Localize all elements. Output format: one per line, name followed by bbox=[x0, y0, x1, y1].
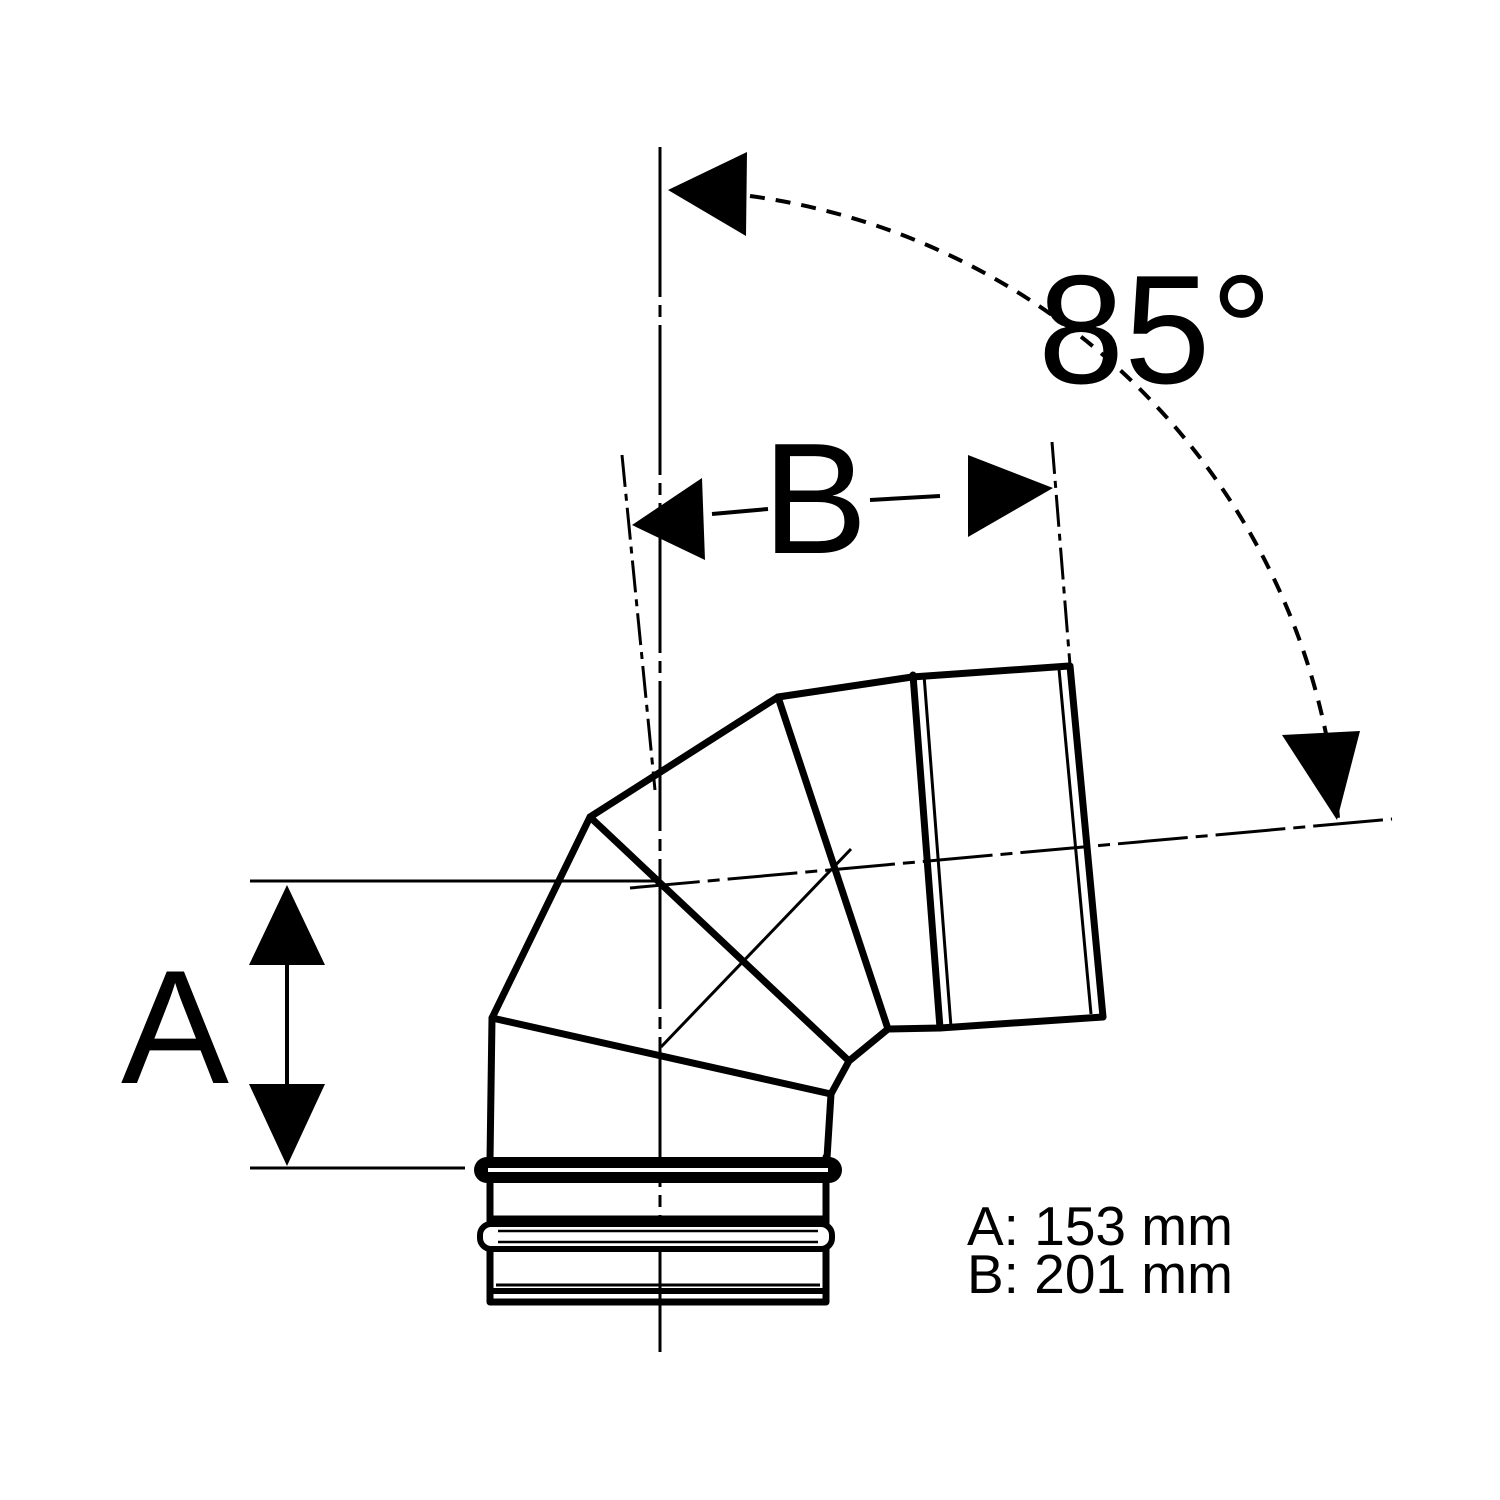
construction-lines bbox=[250, 147, 1393, 1352]
angle-annotation: 85° bbox=[668, 152, 1360, 820]
dim-b-arrow-left-icon bbox=[632, 478, 705, 560]
angle-label: 85° bbox=[1038, 243, 1272, 416]
angle-arc-bottom-arrowhead-icon bbox=[1282, 731, 1360, 820]
dim-b-extension-right bbox=[1050, 441, 1072, 666]
outlet-bottom-edge bbox=[884, 1013, 1107, 1033]
dim-b-line-left bbox=[711, 507, 769, 516]
dim-b-line-right bbox=[869, 494, 941, 502]
outlet-end-face bbox=[1066, 662, 1107, 1021]
angle-arc bbox=[749, 194, 1340, 819]
elbow-outer-outline bbox=[486, 662, 1073, 1164]
angle-arc-top-arrowhead-icon bbox=[668, 152, 747, 236]
elbow-inner-outline bbox=[823, 1025, 892, 1162]
dimension-legend: A: 153 mm B: 201 mm bbox=[967, 1195, 1233, 1305]
dimension-b: B bbox=[632, 411, 1053, 587]
double-line-details bbox=[922, 668, 1093, 1028]
legend-line-a: A: 153 mm bbox=[967, 1195, 1233, 1257]
dim-b-extension-left bbox=[620, 454, 657, 791]
socket-bead-lower bbox=[477, 1221, 835, 1252]
outlet-end-face-inner bbox=[1057, 668, 1093, 1015]
outlet-sleeve-joint-inner bbox=[922, 674, 953, 1028]
segment-fold-line bbox=[659, 847, 853, 1049]
miter-joint-3 bbox=[774, 693, 892, 1033]
miter-joint-1 bbox=[488, 1014, 835, 1098]
dim-a-arrow-down-icon bbox=[249, 1084, 325, 1166]
dim-b-label: B bbox=[762, 411, 867, 587]
legend-line-b: B: 201 mm bbox=[967, 1243, 1233, 1305]
elbow-body bbox=[486, 662, 1107, 1164]
inlet-socket bbox=[474, 1153, 842, 1306]
miter-joint-2 bbox=[586, 813, 853, 1065]
outlet-sleeve-joint bbox=[909, 671, 944, 1032]
outlet-axis-centerline bbox=[629, 817, 1393, 890]
dim-a-arrow-up-icon bbox=[249, 885, 325, 965]
dimension-a: A bbox=[121, 885, 325, 1166]
dim-a-label: A bbox=[121, 937, 229, 1118]
dim-b-arrow-right-icon bbox=[968, 455, 1053, 537]
